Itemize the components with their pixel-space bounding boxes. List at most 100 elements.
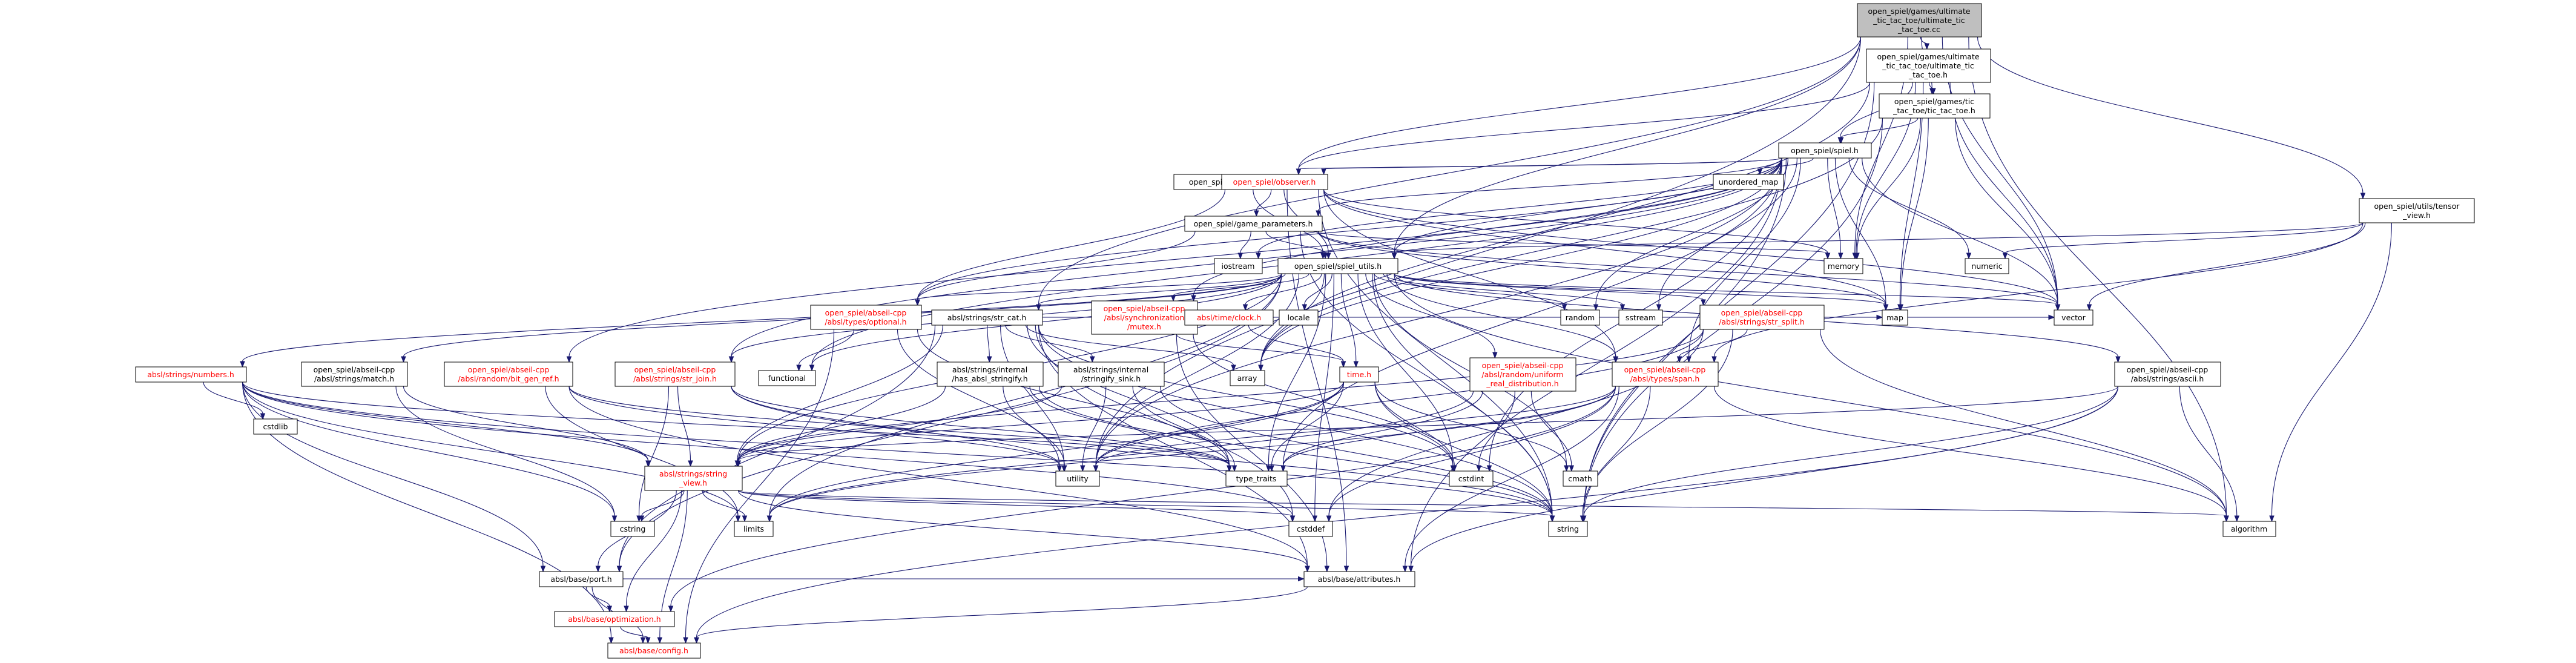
edge-port-to-optimization xyxy=(585,586,613,613)
node-uniform[interactable]: open_spiel/abseil-cpp/absl/random/unifor… xyxy=(1469,357,1576,392)
edge-line xyxy=(1038,273,1286,305)
edge-line xyxy=(625,490,682,607)
node-numbers[interactable]: absl/strings/numbers.h xyxy=(135,366,247,383)
edge-line xyxy=(1374,273,1565,305)
node-label-line: /absl/strings/ascii.h xyxy=(2131,374,2204,383)
edge-line xyxy=(1759,157,1814,170)
edge-line xyxy=(1298,157,1783,170)
edge-line xyxy=(395,386,615,516)
node-optional[interactable]: open_spiel/abseil-cpp/absl/types/optiona… xyxy=(810,305,922,330)
edge-line xyxy=(1282,157,1783,466)
edge-arrowhead xyxy=(2234,515,2240,523)
edge-numbers-to-cstdlib xyxy=(203,381,266,420)
node-box xyxy=(1288,521,1333,537)
node-config[interactable]: absl/base/config.h xyxy=(607,642,701,659)
node-gameparams[interactable]: open_spiel/game_parameters.h xyxy=(1184,216,1323,232)
node-label-line: open_spiel/abseil-cpp xyxy=(2127,365,2209,374)
edge-line xyxy=(1265,231,1326,254)
node-label-line: absl/strings/numbers.h xyxy=(147,370,234,379)
node-box xyxy=(937,361,1044,387)
edge-uniform-to-typetraits xyxy=(1280,391,1483,472)
node-box xyxy=(1612,361,1719,387)
node-stringview[interactable]: absl/strings/string_view.h xyxy=(644,466,743,491)
edge-line xyxy=(1394,36,1862,254)
edge-arrowhead xyxy=(1580,515,1586,523)
edge-line xyxy=(242,381,544,567)
edge-line xyxy=(641,490,685,516)
edge-arrowhead xyxy=(1883,304,1889,311)
edge-line xyxy=(737,386,1062,461)
edge-arrowhead xyxy=(2115,356,2121,363)
edge-arrowhead xyxy=(1701,299,1706,306)
edge-spielh-to-globals xyxy=(1296,157,1783,176)
node-spielutils[interactable]: open_spiel/spiel_utils.h xyxy=(1277,258,1398,274)
edge-spielutils-to-random xyxy=(1374,273,1567,311)
node-stringifysink[interactable]: absl/strings/internal/stringify_sink.h xyxy=(1058,361,1165,387)
edge-uttth-to-ttth xyxy=(1928,82,1936,95)
node-clock[interactable]: absl/time/clock.h xyxy=(1184,309,1274,326)
node-optimization[interactable]: absl/base/optimization.h xyxy=(554,611,675,627)
edge-line xyxy=(1900,117,1929,305)
edge-span-to-utility xyxy=(1093,386,1616,472)
node-match[interactable]: open_spiel/abseil-cpp/absl/strings/match… xyxy=(301,361,408,387)
node-ascii[interactable]: open_spiel/abseil-cpp/absl/strings/ascii… xyxy=(2114,361,2221,387)
edge-uttth-to-globals xyxy=(1296,82,1871,176)
edge-line xyxy=(685,329,835,638)
edge-line xyxy=(619,325,936,567)
node-box xyxy=(444,361,573,387)
node-box xyxy=(1184,309,1274,326)
node-hasstringify[interactable]: absl/strings/internal/has_absl_stringify… xyxy=(937,361,1044,387)
edge-line xyxy=(696,586,1308,638)
node-span[interactable]: open_spiel/abseil-cpp/absl/types/span.h xyxy=(1612,361,1719,387)
edge-arrowhead xyxy=(683,637,688,644)
edge-line xyxy=(1323,189,2058,305)
node-label-line: open_spiel/abseil-cpp xyxy=(468,365,550,374)
edge-root-to-uttth xyxy=(1920,36,1930,50)
node-bitgen[interactable]: open_spiel/abseil-cpp/absl/random/bit_ge… xyxy=(444,361,573,387)
edge-tensorview-to-spielutils xyxy=(1391,222,2364,260)
node-strsplit[interactable]: open_spiel/abseil-cpp/absl/strings/str_s… xyxy=(1699,305,1825,330)
node-label-line: open_spiel/abseil-cpp xyxy=(1482,361,1564,370)
node-label-line: absl/strings/string xyxy=(659,469,727,478)
edge-line xyxy=(1240,231,1251,254)
edge-arrowhead xyxy=(1231,465,1237,472)
edge-line xyxy=(798,329,855,366)
node-root[interactable]: open_spiel/games/ultimate_tic_tac_toe/ul… xyxy=(1857,3,1982,38)
edge-strsplit-to-algorithm xyxy=(1819,329,2229,523)
node-label-line: _real_distribution.h xyxy=(1486,379,1558,388)
node-spielh[interactable]: open_spiel/spiel.h xyxy=(1778,142,1872,159)
edge-line xyxy=(1282,391,1483,466)
node-tensorview[interactable]: open_spiel/utils/tensor_view.h xyxy=(2359,198,2475,223)
edge-arrowhead xyxy=(2086,304,2092,311)
edge-line xyxy=(1095,157,1783,466)
node-label-line: /absl/random/uniform xyxy=(1481,370,1563,379)
node-box xyxy=(1857,3,1982,38)
edge-port-to-attributes xyxy=(623,576,1305,582)
node-uttth[interactable]: open_spiel/games/ultimate_tic_tac_toe/ul… xyxy=(1866,48,1991,83)
node-strcat[interactable]: absl/strings/str_cat.h xyxy=(931,309,1043,326)
node-timeh[interactable]: time.h xyxy=(1339,366,1379,383)
edge-line xyxy=(1405,386,1619,567)
node-attributes[interactable]: absl/base/attributes.h xyxy=(1303,571,1415,587)
edge-line xyxy=(1582,386,1651,516)
edge-line xyxy=(769,386,1616,516)
edge-bitgen-to-limits xyxy=(545,386,741,523)
node-box xyxy=(1699,305,1825,330)
edge-line xyxy=(1827,157,1841,254)
edge-line xyxy=(737,386,946,461)
node-strjoin[interactable]: open_spiel/abseil-cpp/absl/strings/str_j… xyxy=(614,361,736,387)
edge-arrowhead xyxy=(1326,515,1332,523)
node-port[interactable]: absl/base/port.h xyxy=(539,571,624,587)
edge-arrowhead xyxy=(1324,566,1330,573)
edge-ascii-to-string xyxy=(1581,386,2119,523)
edge-arrowhead xyxy=(1353,361,1359,368)
edge-line xyxy=(1271,381,1345,466)
edge-line xyxy=(2271,222,2392,516)
edge-line xyxy=(2179,386,2238,516)
node-cstdint: cstdint xyxy=(1449,470,1494,487)
edge-spielh-to-optional xyxy=(915,157,1783,306)
edge-root-to-tensorview xyxy=(1977,36,2366,200)
node-mutex[interactable]: open_spiel/abseil-cpp/absl/synchronizati… xyxy=(1091,300,1198,335)
node-ttth[interactable]: open_spiel/games/tic_tac_toe/tic_tac_toe… xyxy=(1879,93,1991,119)
node-observer[interactable]: open_spiel/observer.h xyxy=(1221,174,1328,190)
